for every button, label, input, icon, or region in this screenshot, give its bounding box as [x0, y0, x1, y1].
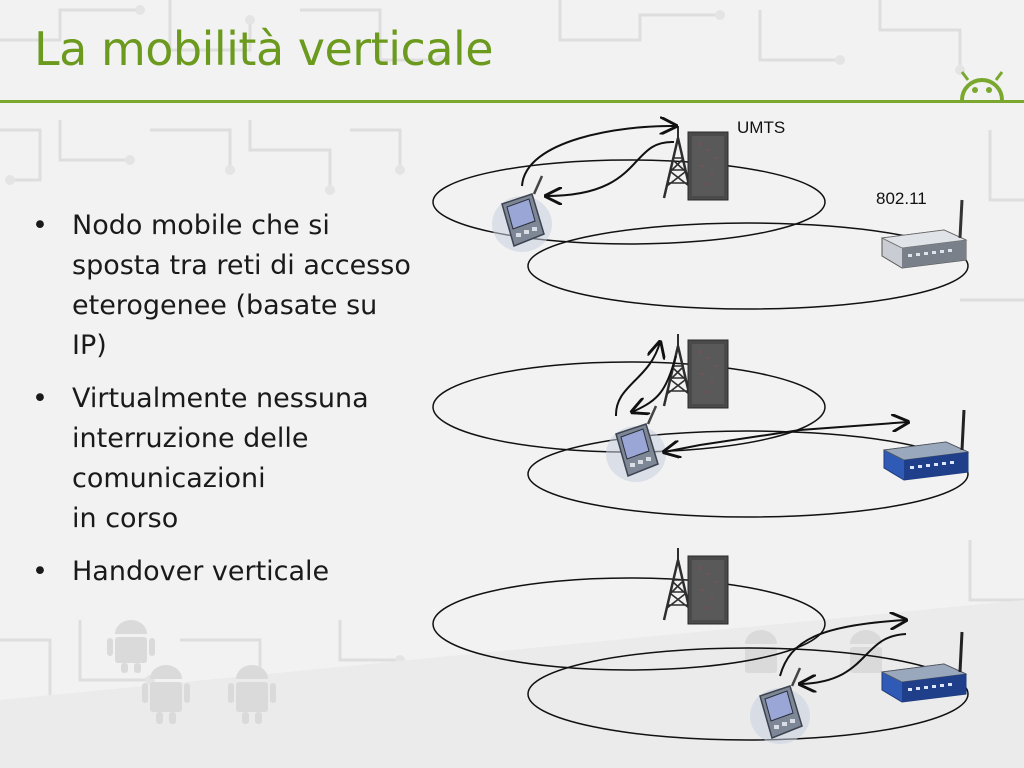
android-logo-icon	[960, 71, 1004, 101]
bullet-text: Virtualmente nessuna interruzione delle …	[72, 383, 369, 534]
link-arrow	[614, 342, 660, 417]
link-arrow	[779, 620, 906, 677]
mobile-node-pda-icon	[604, 404, 668, 484]
mobile-node-pda-icon	[490, 174, 554, 254]
wifi-coverage-ellipse	[527, 222, 969, 310]
mobile-node-pda-icon	[748, 666, 812, 746]
title-divider	[0, 100, 1024, 103]
bullet-item: •Nodo mobile che si sposta tra reti di a…	[32, 210, 411, 361]
bullet-text: Nodo mobile che si sposta tra reti di ac…	[72, 210, 411, 361]
umts-coverage-ellipse	[432, 577, 826, 671]
link-arrow	[521, 126, 676, 187]
umts-base-station-icon	[687, 131, 729, 201]
wifi-coverage-ellipse	[527, 647, 969, 741]
link-arrow	[800, 633, 907, 684]
wifi-label: 802.11	[876, 189, 927, 208]
slide-title: La mobilità verticale	[34, 22, 494, 76]
link-arrow	[664, 422, 908, 452]
umts-coverage-ellipse	[432, 159, 826, 245]
bullet-list: •Nodo mobile che si sposta tra reti di a…	[30, 206, 420, 605]
umts-base-station-icon	[687, 555, 729, 625]
umts-label: UMTS	[737, 118, 785, 137]
wifi-router-icon	[880, 630, 968, 704]
bullet-text: Handover verticale	[72, 556, 330, 587]
bullet-item: •Virtualmente nessuna interruzione delle…	[32, 383, 369, 534]
panel-after-handover	[432, 546, 969, 746]
link-arrow	[546, 140, 675, 196]
panel-during-handover	[432, 332, 970, 518]
umts-base-station-icon	[687, 339, 729, 409]
bullet-item: •Handover verticale	[32, 556, 330, 587]
wifi-router-icon	[882, 408, 970, 482]
panel-before-handover: UMTS 802.11	[432, 118, 969, 310]
link-arrow	[632, 355, 677, 412]
